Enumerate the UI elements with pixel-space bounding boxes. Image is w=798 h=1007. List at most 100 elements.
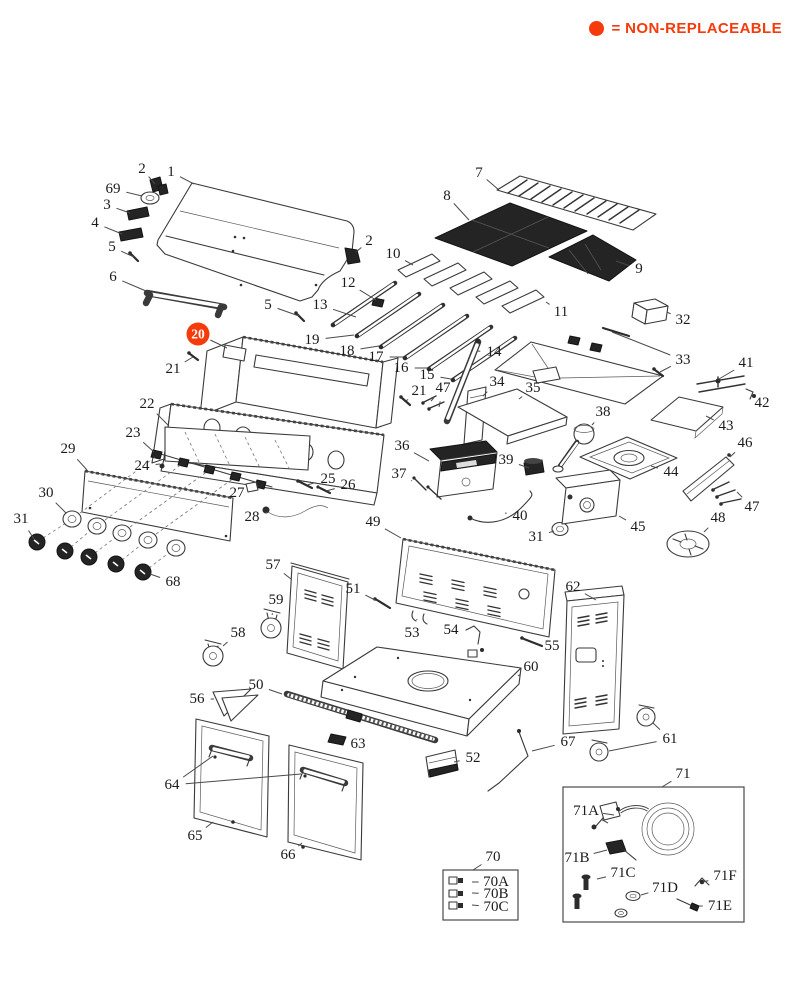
firebox-drawing [151, 335, 399, 506]
hose-bracket-67 [487, 729, 529, 792]
leader-line [584, 593, 597, 601]
leader-line [283, 573, 292, 580]
part-label-46: 46 [738, 435, 754, 451]
part-label-71E: 71E [708, 898, 732, 914]
part-label-63: 63 [351, 736, 366, 752]
knob-bezel-31-side [551, 521, 569, 537]
part-label-18: 18 [340, 343, 355, 359]
caster-59 [260, 608, 282, 639]
leader-line [545, 301, 550, 305]
part-label-29: 29 [61, 441, 76, 457]
part-label-71A: 71A [573, 803, 599, 819]
leader-line [517, 674, 520, 677]
part-label-52: 52 [466, 750, 481, 766]
leader-line [486, 179, 500, 191]
leader-line [76, 458, 88, 471]
back-panel-49 [395, 537, 556, 638]
leader-line [729, 451, 736, 458]
part-label-71: 71 [676, 766, 691, 782]
leader-line [518, 396, 523, 400]
side-burner-control-45 [555, 469, 621, 525]
part-label-15: 15 [420, 367, 435, 383]
side-burner-box-36 [429, 440, 498, 498]
leader-line [471, 904, 479, 907]
leader-line [264, 511, 269, 514]
part-label-31: 31 [14, 511, 29, 527]
clip-63 [327, 733, 347, 746]
hardware-box-70 [442, 869, 519, 921]
leader-line [659, 365, 672, 373]
part-label-67: 67 [561, 734, 577, 750]
leader-line [548, 530, 555, 534]
leader-line [365, 594, 376, 601]
part-label-7: 7 [475, 165, 483, 181]
leader-line [482, 391, 488, 397]
front-panel-29 [81, 469, 234, 542]
leader-line [410, 480, 413, 482]
small-hardware-mid [187, 351, 445, 411]
igniter-module-parts [245, 479, 332, 518]
part-label-22: 22 [140, 396, 155, 412]
leader-line [603, 812, 615, 816]
leader-line [703, 527, 709, 533]
small-parts-53-55 [373, 597, 544, 658]
leader-line [155, 463, 161, 465]
part-label-70B: 70B [483, 886, 508, 902]
leader-line [615, 260, 630, 267]
thermometer-icon [140, 191, 160, 205]
part-label-9: 9 [635, 261, 643, 277]
knob-bezels [62, 510, 186, 557]
leader-line [126, 191, 143, 197]
igniter-wire-40 [467, 490, 533, 523]
leader-line [359, 289, 377, 301]
part-label-5: 5 [264, 297, 272, 313]
legend-text: = NON-REPLACEABLE [611, 20, 782, 37]
carryover-clips [567, 326, 665, 378]
door-left-65 [193, 718, 270, 838]
leader-line [325, 334, 355, 339]
part-label-24: 24 [135, 458, 151, 474]
part-label-40: 40 [513, 508, 528, 524]
leader-line [271, 613, 273, 616]
part-label-13: 13 [313, 297, 328, 313]
part-label-34: 34 [490, 374, 506, 390]
door-right-66 [287, 744, 364, 861]
part-label-5: 5 [108, 239, 116, 255]
part-label-47: 47 [436, 380, 452, 396]
leader-line [413, 452, 430, 462]
leader-line [148, 176, 156, 185]
leader-line [28, 530, 35, 540]
leader-line [156, 413, 170, 427]
leader-line [116, 207, 131, 214]
non-replaceable-dot-icon [589, 21, 605, 36]
rear-panel-22 [164, 426, 311, 471]
part-label-39: 39 [499, 452, 514, 468]
lid-handle-drawing [142, 289, 228, 319]
part-label-32: 32 [676, 312, 691, 328]
part-label-69: 69 [106, 181, 121, 197]
part-label-21: 21 [166, 361, 181, 377]
caster-58 [202, 639, 224, 667]
leader-line [518, 464, 530, 469]
highlight-circle [186, 322, 210, 346]
wedge-52 [425, 749, 459, 778]
smoker-box-drawing [631, 298, 669, 325]
part-label-68: 68 [166, 574, 181, 590]
part-label-27: 27 [230, 485, 246, 501]
leader-line [440, 376, 452, 380]
leader-line [122, 280, 147, 292]
leader-line [430, 397, 435, 402]
leader-line [652, 722, 661, 730]
part-label-2: 2 [138, 161, 146, 177]
leader-line [718, 369, 735, 380]
part-label-61: 61 [663, 731, 678, 747]
leader-line [404, 260, 414, 266]
hose-kit-box-71 [562, 786, 745, 923]
lid-drawing [156, 182, 355, 302]
side-shelf-left-drawing [457, 388, 568, 445]
side-burner-cup-38 [552, 423, 595, 473]
leader-line [453, 203, 470, 221]
part-label-38: 38 [596, 404, 611, 420]
griddle-drawing [548, 234, 637, 282]
electrodes-37 [412, 476, 442, 500]
